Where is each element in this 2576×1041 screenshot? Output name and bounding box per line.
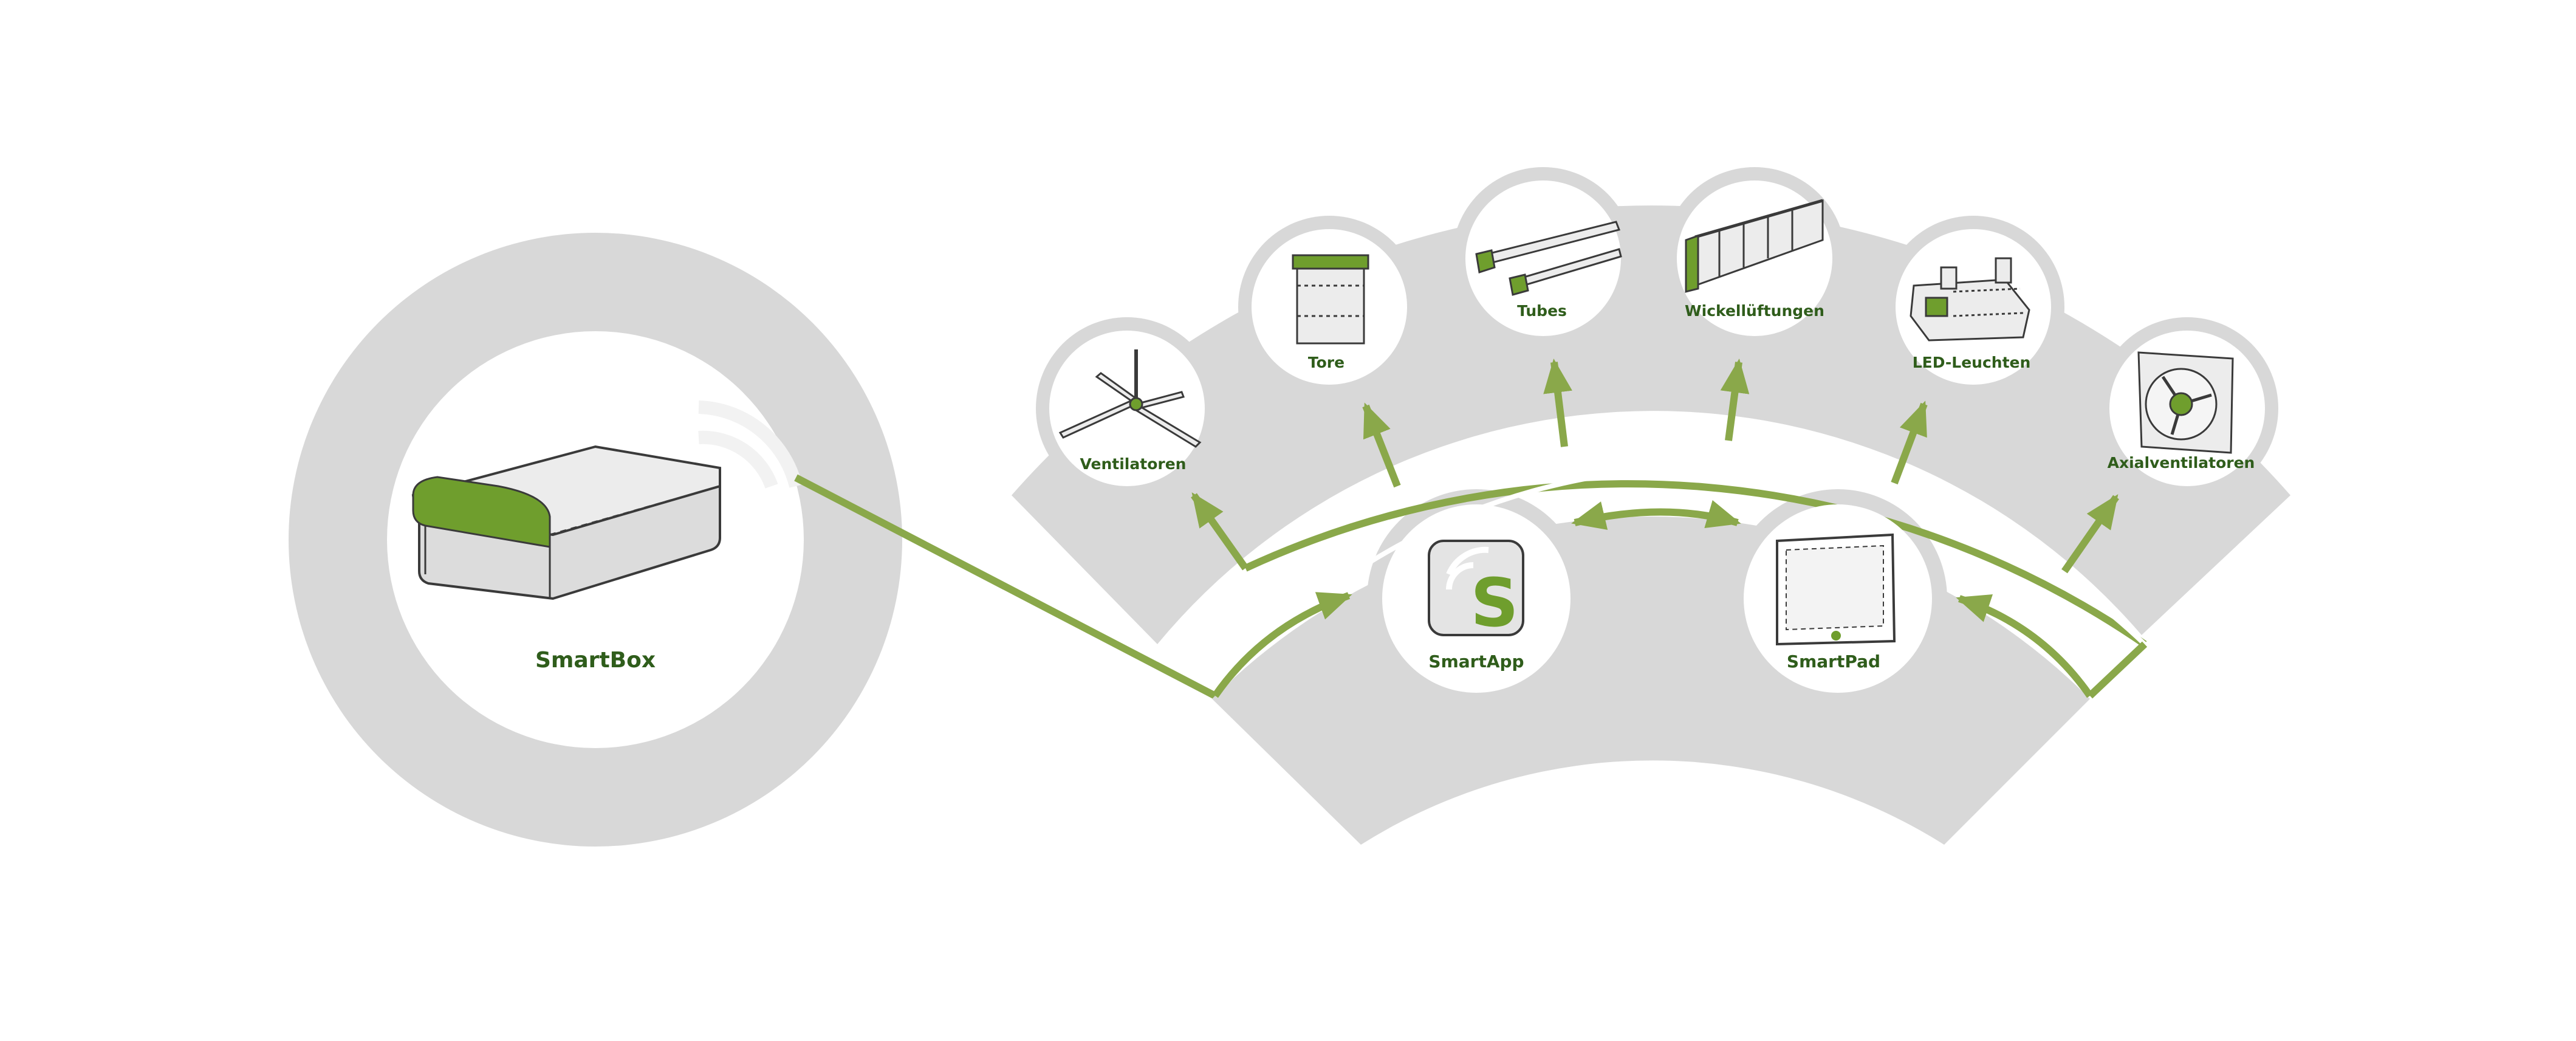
device-label-tubes: Tubes xyxy=(1517,302,1567,320)
arrow-led xyxy=(1891,400,1928,485)
controller-label-smartpad: SmartPad xyxy=(1787,651,1880,672)
axial-fan-icon xyxy=(2137,351,2234,454)
device-arrows xyxy=(1191,359,2119,574)
tablet-icon xyxy=(1776,533,1896,646)
arrow-to-smartpad xyxy=(1956,594,2093,698)
device-tubes: Tubes xyxy=(1465,180,1622,336)
arrow-ventilatoren xyxy=(1191,492,1249,571)
smartbox-label: SmartBox xyxy=(535,648,656,673)
arrow-tubes xyxy=(1543,359,1572,447)
smartbox-node: SmartBox xyxy=(289,233,902,847)
svg-text:S: S xyxy=(1470,564,1518,642)
controller-smartapp: S SmartApp xyxy=(1382,504,1571,693)
device-tore: Tore xyxy=(1252,229,1407,385)
device-label-wickelluftungen: Wickellüftungen xyxy=(1685,302,1824,320)
device-label-led-leuchten: LED-Leuchten xyxy=(1913,354,2031,371)
device-ventilatoren: Ventilatoren xyxy=(1049,331,1205,486)
controller-band xyxy=(1212,516,2090,845)
controller-label-smartapp: SmartApp xyxy=(1428,651,1524,672)
controller-smartpad: SmartPad xyxy=(1744,504,1932,693)
device-label-axialventilatoren: Axialventilatoren xyxy=(2108,454,2255,472)
arrow-axial xyxy=(2061,494,2119,574)
arrow-to-smartapp xyxy=(1212,592,1352,698)
inner-white-arc xyxy=(1213,465,2146,698)
controller-arrows xyxy=(1212,500,2148,699)
device-label-ventilatoren: Ventilatoren xyxy=(1080,455,1187,473)
device-axialventilatoren: Axialventilatoren xyxy=(2108,331,2265,486)
curtain-ventilation-icon xyxy=(1685,199,1824,293)
arrow-app-pad xyxy=(1571,500,1741,530)
control-arc xyxy=(1244,480,2147,647)
ceiling-fan-icon xyxy=(1058,349,1202,448)
led-light-icon xyxy=(1910,257,2030,342)
device-label-tore: Tore xyxy=(1308,354,1345,371)
smartapp-icon: S xyxy=(1428,540,1524,642)
air-tube-icon xyxy=(1475,221,1622,296)
device-led-leuchten: LED-Leuchten xyxy=(1896,229,2051,385)
device-wickelluftungen: Wickellüftungen xyxy=(1677,180,1832,336)
arrow-wickel xyxy=(1720,359,1750,441)
wifi-icon xyxy=(698,430,778,489)
smartbox-device-icon xyxy=(411,400,803,600)
roller-door-icon xyxy=(1292,254,1369,345)
smartbox-connection-line xyxy=(794,474,1217,699)
arrow-tore xyxy=(1362,402,1401,488)
